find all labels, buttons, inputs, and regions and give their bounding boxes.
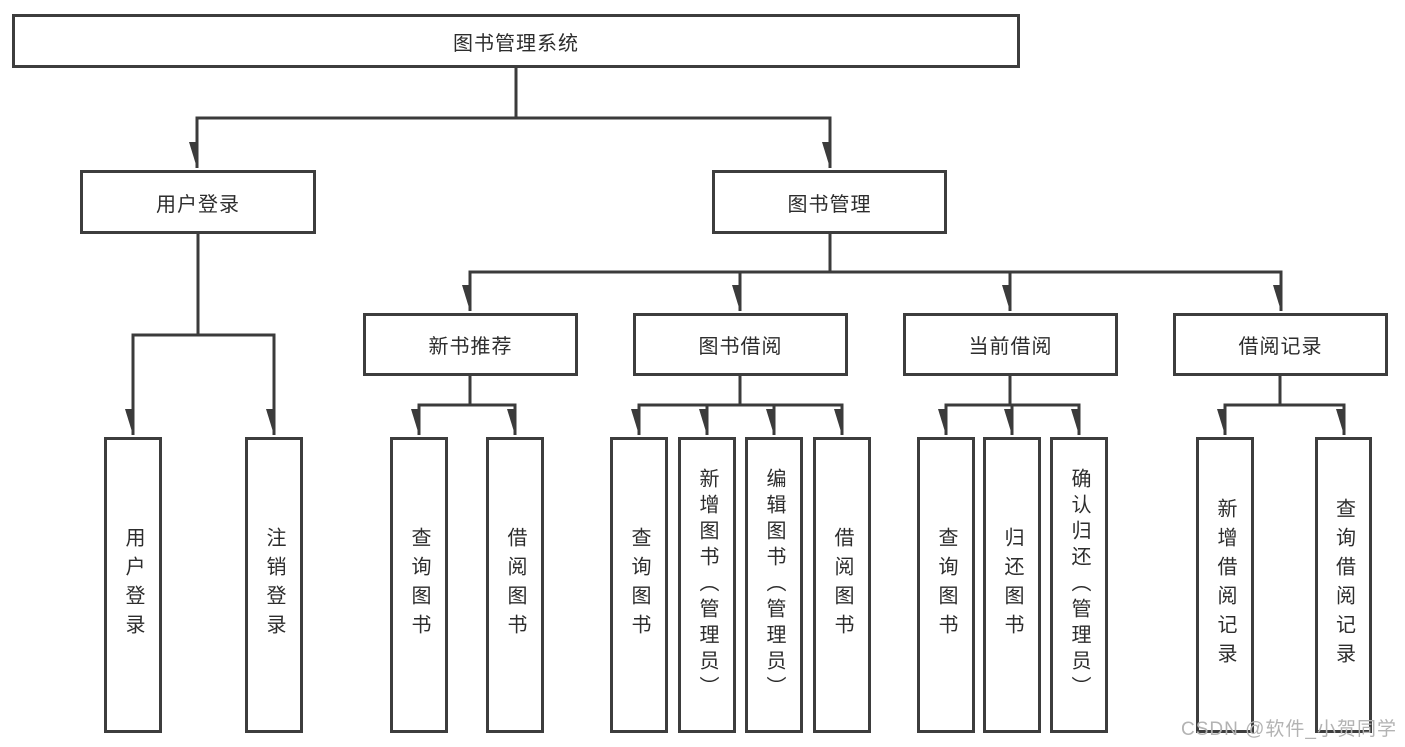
node-book-management: 图书管理: [712, 170, 947, 234]
leaf-borrow-books-recommend: 借阅图书: [486, 437, 544, 733]
node-label: 借阅图书: [831, 527, 853, 643]
node-label: 图书借阅: [698, 336, 783, 358]
leaf-add-books-admin: 新增图书（管理员）: [678, 437, 736, 733]
node-label: 查询借阅记录: [1332, 498, 1355, 672]
node-label: 查询图书: [628, 527, 650, 643]
leaf-query-books-recommend: 查询图书: [390, 437, 448, 733]
leaf-add-borrow-record: 新增借阅记录: [1196, 437, 1254, 733]
node-label: 归还图书: [1001, 527, 1023, 643]
node-borrowing-records: 借阅记录: [1173, 313, 1388, 376]
node-label: 注销登录: [263, 527, 285, 643]
node-new-book-recommendation: 新书推荐: [363, 313, 578, 376]
leaf-user-login: 用户登录: [104, 437, 162, 733]
node-label: 用户登录: [122, 527, 144, 643]
node-label: 用户登录: [156, 193, 240, 216]
leaf-query-books-current: 查询图书: [917, 437, 975, 733]
leaf-return-books: 归还图书: [983, 437, 1041, 733]
leaf-logout: 注销登录: [245, 437, 303, 733]
node-label: 借阅记录: [1238, 336, 1323, 358]
node-current-borrowing: 当前借阅: [903, 313, 1118, 376]
node-label: 编辑图书（管理员）: [763, 468, 785, 702]
node-label: 当前借阅: [968, 336, 1053, 358]
leaf-query-borrow-record: 查询借阅记录: [1315, 437, 1372, 733]
node-label: 图书管理: [787, 193, 872, 216]
node-label: 查询图书: [935, 527, 957, 643]
csdn-watermark: CSDN @软件_小贺同学: [1181, 719, 1397, 740]
node-label: 新增图书（管理员）: [696, 468, 718, 702]
node-label: 新增借阅记录: [1214, 498, 1236, 672]
node-label: 借阅图书: [504, 527, 526, 643]
node-label: 图书管理系统: [453, 32, 579, 55]
node-book-borrowing: 图书借阅: [633, 313, 848, 376]
leaf-query-books-borrow: 查询图书: [610, 437, 668, 733]
leaf-borrow-books: 借阅图书: [813, 437, 871, 733]
node-label: 新书推荐: [428, 336, 513, 358]
node-label: 查询图书: [408, 527, 430, 643]
leaf-confirm-return-admin: 确认归还（管理员）: [1050, 437, 1108, 733]
node-library-management-system: 图书管理系统: [12, 14, 1020, 68]
node-user-login: 用户登录: [80, 170, 316, 234]
leaf-edit-books-admin: 编辑图书（管理员）: [745, 437, 803, 733]
node-label: 确认归还（管理员）: [1068, 468, 1090, 702]
